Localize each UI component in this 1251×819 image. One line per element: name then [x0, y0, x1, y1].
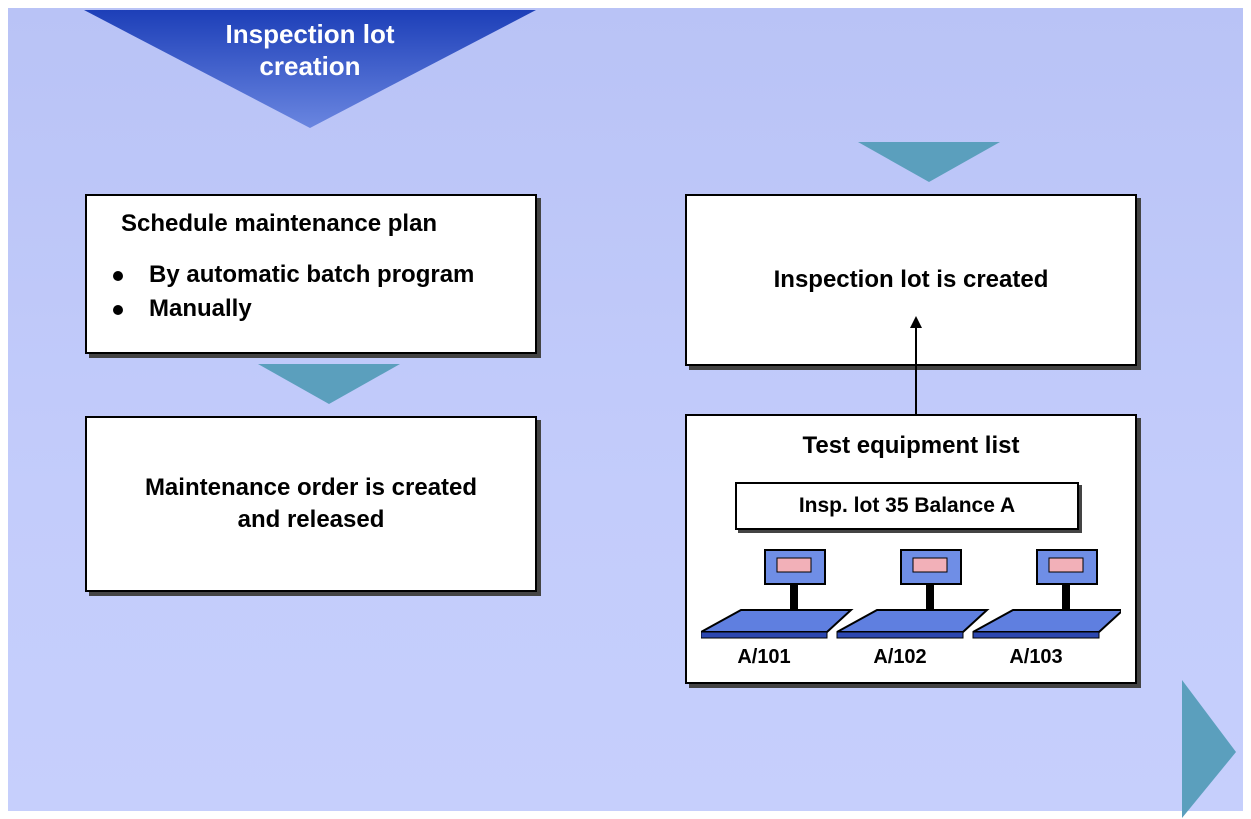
arrow-down-icon	[858, 142, 1000, 182]
header-title-line1: Inspection lot	[225, 19, 395, 49]
inspection-lot-box: Inspection lot is created	[685, 194, 1137, 366]
arrow-up-icon	[910, 316, 922, 418]
inspection-lot-label: Inspection lot is created	[773, 266, 1049, 293]
bullet-manually: Manually	[109, 292, 474, 326]
scale-label-a101: A/101	[737, 646, 791, 668]
inspection-record-text: Insp. lot 35 Balance A	[798, 494, 1016, 517]
scale-label-a102: A/102	[873, 646, 927, 668]
header-banner	[84, 10, 536, 128]
next-arrow-icon[interactable]	[1180, 680, 1238, 818]
test-equipment-title: Test equipment list	[802, 432, 1020, 459]
maintenance-order-line2: and released	[237, 506, 385, 533]
scale-label-a103: A/103	[1009, 646, 1063, 668]
maintenance-order-line1: Maintenance order is created	[144, 474, 478, 501]
inspection-record-box: Insp. lot 35 Balance A	[735, 482, 1079, 530]
maintenance-order-box: Maintenance order is created and release…	[85, 416, 537, 592]
schedule-plan-bullets: By automatic batch program Manually	[109, 258, 474, 326]
bullet-automatic-batch: By automatic batch program	[109, 258, 474, 292]
weighing-scale-icon	[972, 549, 1121, 639]
header-title-line2: creation	[259, 51, 361, 81]
diagram-panel: Inspection lot creation Schedule mainten…	[8, 8, 1243, 818]
maintenance-order-text: Maintenance order is created and release…	[145, 472, 477, 536]
test-equipment-box: Test equipment list Insp. lot 35 Balance…	[685, 414, 1137, 684]
arrow-down-icon	[258, 364, 400, 404]
schedule-plan-title: Schedule maintenance plan	[121, 210, 438, 237]
weighing-scale-icon	[836, 549, 990, 639]
schedule-plan-box: Schedule maintenance plan By automatic b…	[85, 194, 537, 354]
scales-illustration	[701, 549, 1121, 639]
header-title: Inspection lot creation	[84, 18, 536, 82]
weighing-scale-icon	[701, 549, 854, 639]
